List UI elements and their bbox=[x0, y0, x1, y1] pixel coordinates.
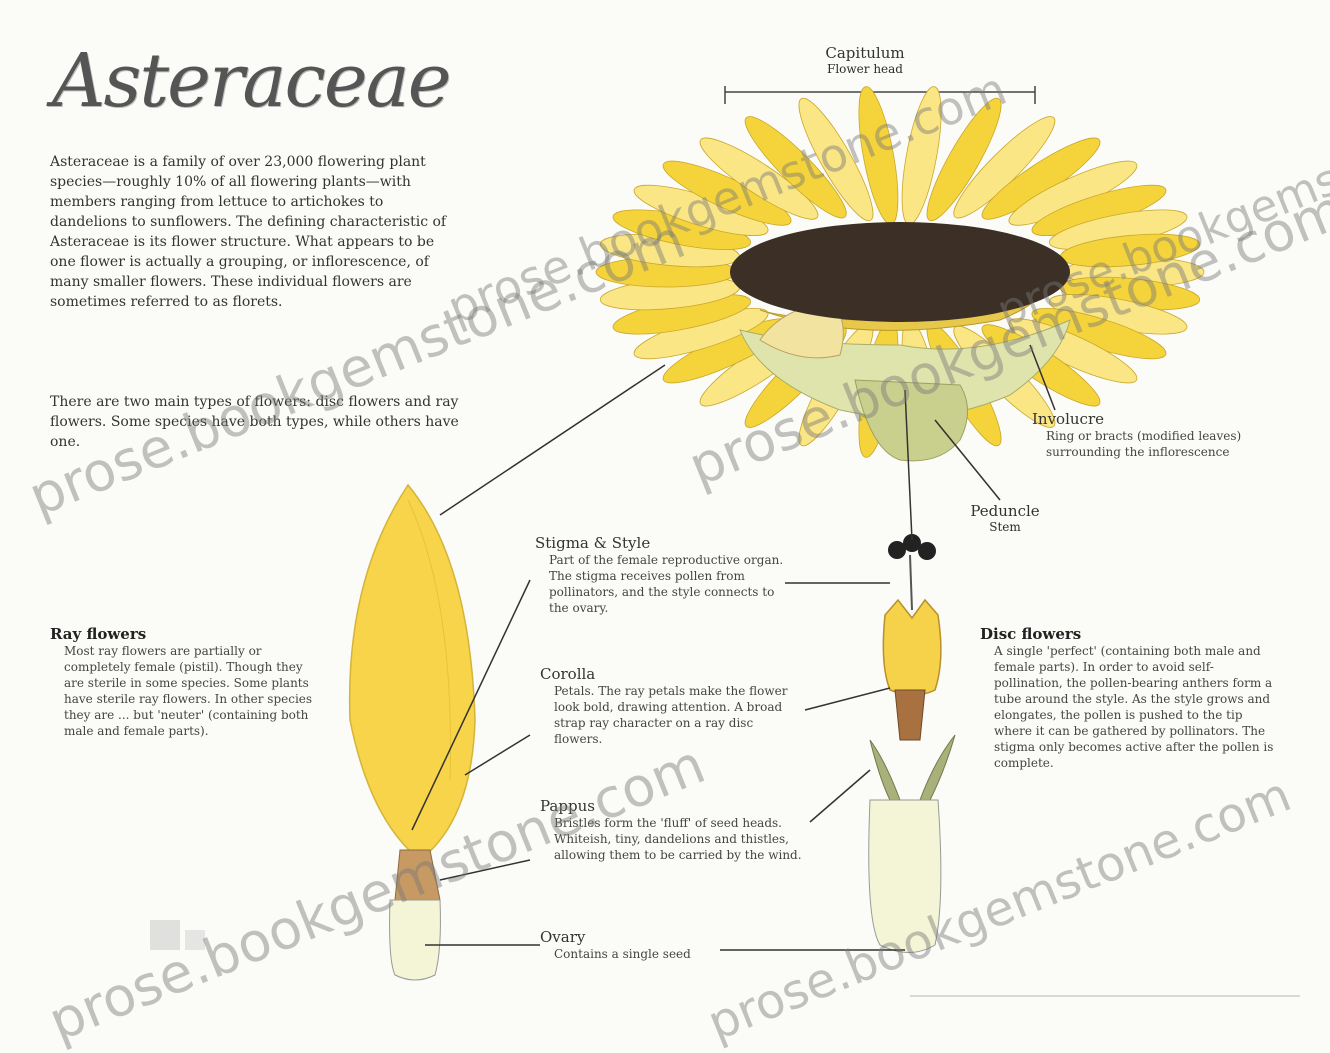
disc-flower-pappus-left bbox=[870, 740, 900, 800]
stigma-style-name: Stigma & Style bbox=[535, 534, 785, 552]
involucre-desc: Ring or bracts (modified leaves) surroun… bbox=[1046, 428, 1282, 460]
ovary-desc: Contains a single seed bbox=[554, 946, 740, 962]
capitulum-name: Capitulum bbox=[790, 44, 940, 62]
involucre-name: Involucre bbox=[1032, 410, 1282, 428]
intro-paragraph-2: There are two main types of flowers: dis… bbox=[50, 392, 470, 452]
footer-rule bbox=[910, 995, 1300, 997]
peduncle-label: Peduncle Stem bbox=[965, 502, 1045, 534]
footer-logo bbox=[150, 920, 205, 950]
peduncle-name: Peduncle bbox=[965, 502, 1045, 520]
ray-flower-ovary bbox=[390, 900, 441, 980]
stigma-style-label: Stigma & Style Part of the female reprod… bbox=[535, 534, 785, 616]
disc-flower-pappus-right bbox=[920, 735, 955, 800]
corolla-label: Corolla Petals. The ray petals make the … bbox=[540, 665, 800, 747]
ray-flower-petal bbox=[350, 485, 475, 860]
disc-center bbox=[730, 222, 1070, 322]
peduncle-sub: Stem bbox=[965, 520, 1045, 534]
ray-flower-pappus bbox=[395, 850, 440, 900]
ray-flowers-label: Ray flowers Most ray flowers are partial… bbox=[50, 625, 325, 739]
disc-flower-illustration bbox=[869, 534, 955, 953]
capitulum-label: Capitulum Flower head bbox=[790, 44, 940, 76]
ovary-name: Ovary bbox=[540, 928, 740, 946]
disc-flower-ovary bbox=[869, 800, 941, 953]
involucre-label: Involucre Ring or bracts (modified leave… bbox=[1032, 410, 1282, 460]
ray-flowers-desc: Most ray flowers are partially or comple… bbox=[64, 643, 325, 739]
pappus-desc: Bristles form the 'fluff' of seed heads.… bbox=[554, 815, 805, 863]
disc-flowers-desc: A single 'perfect' (containing both male… bbox=[994, 643, 1280, 771]
corolla-desc: Petals. The ray petals make the flower l… bbox=[554, 683, 800, 747]
disc-flower-corolla bbox=[883, 600, 941, 695]
pappus-name: Pappus bbox=[540, 797, 805, 815]
sunflower-head bbox=[596, 84, 1204, 461]
stigma-style-desc: Part of the female reproductive organ. T… bbox=[549, 552, 785, 616]
capitulum-sub: Flower head bbox=[790, 62, 940, 76]
ray-flowers-name: Ray flowers bbox=[50, 625, 325, 643]
ovary-label: Ovary Contains a single seed bbox=[540, 928, 740, 962]
corolla-name: Corolla bbox=[540, 665, 800, 683]
intro-paragraph-1: Asteraceae is a family of over 23,000 fl… bbox=[50, 152, 460, 312]
ray-flower-illustration bbox=[350, 485, 475, 980]
page-title: Asteraceae bbox=[52, 38, 450, 124]
disc-flowers-label: Disc flowers A single 'perfect' (contain… bbox=[980, 625, 1280, 771]
disc-flowers-name: Disc flowers bbox=[980, 625, 1280, 643]
pappus-label: Pappus Bristles form the 'fluff' of seed… bbox=[540, 797, 805, 863]
capitulum-bracket bbox=[725, 86, 1035, 104]
